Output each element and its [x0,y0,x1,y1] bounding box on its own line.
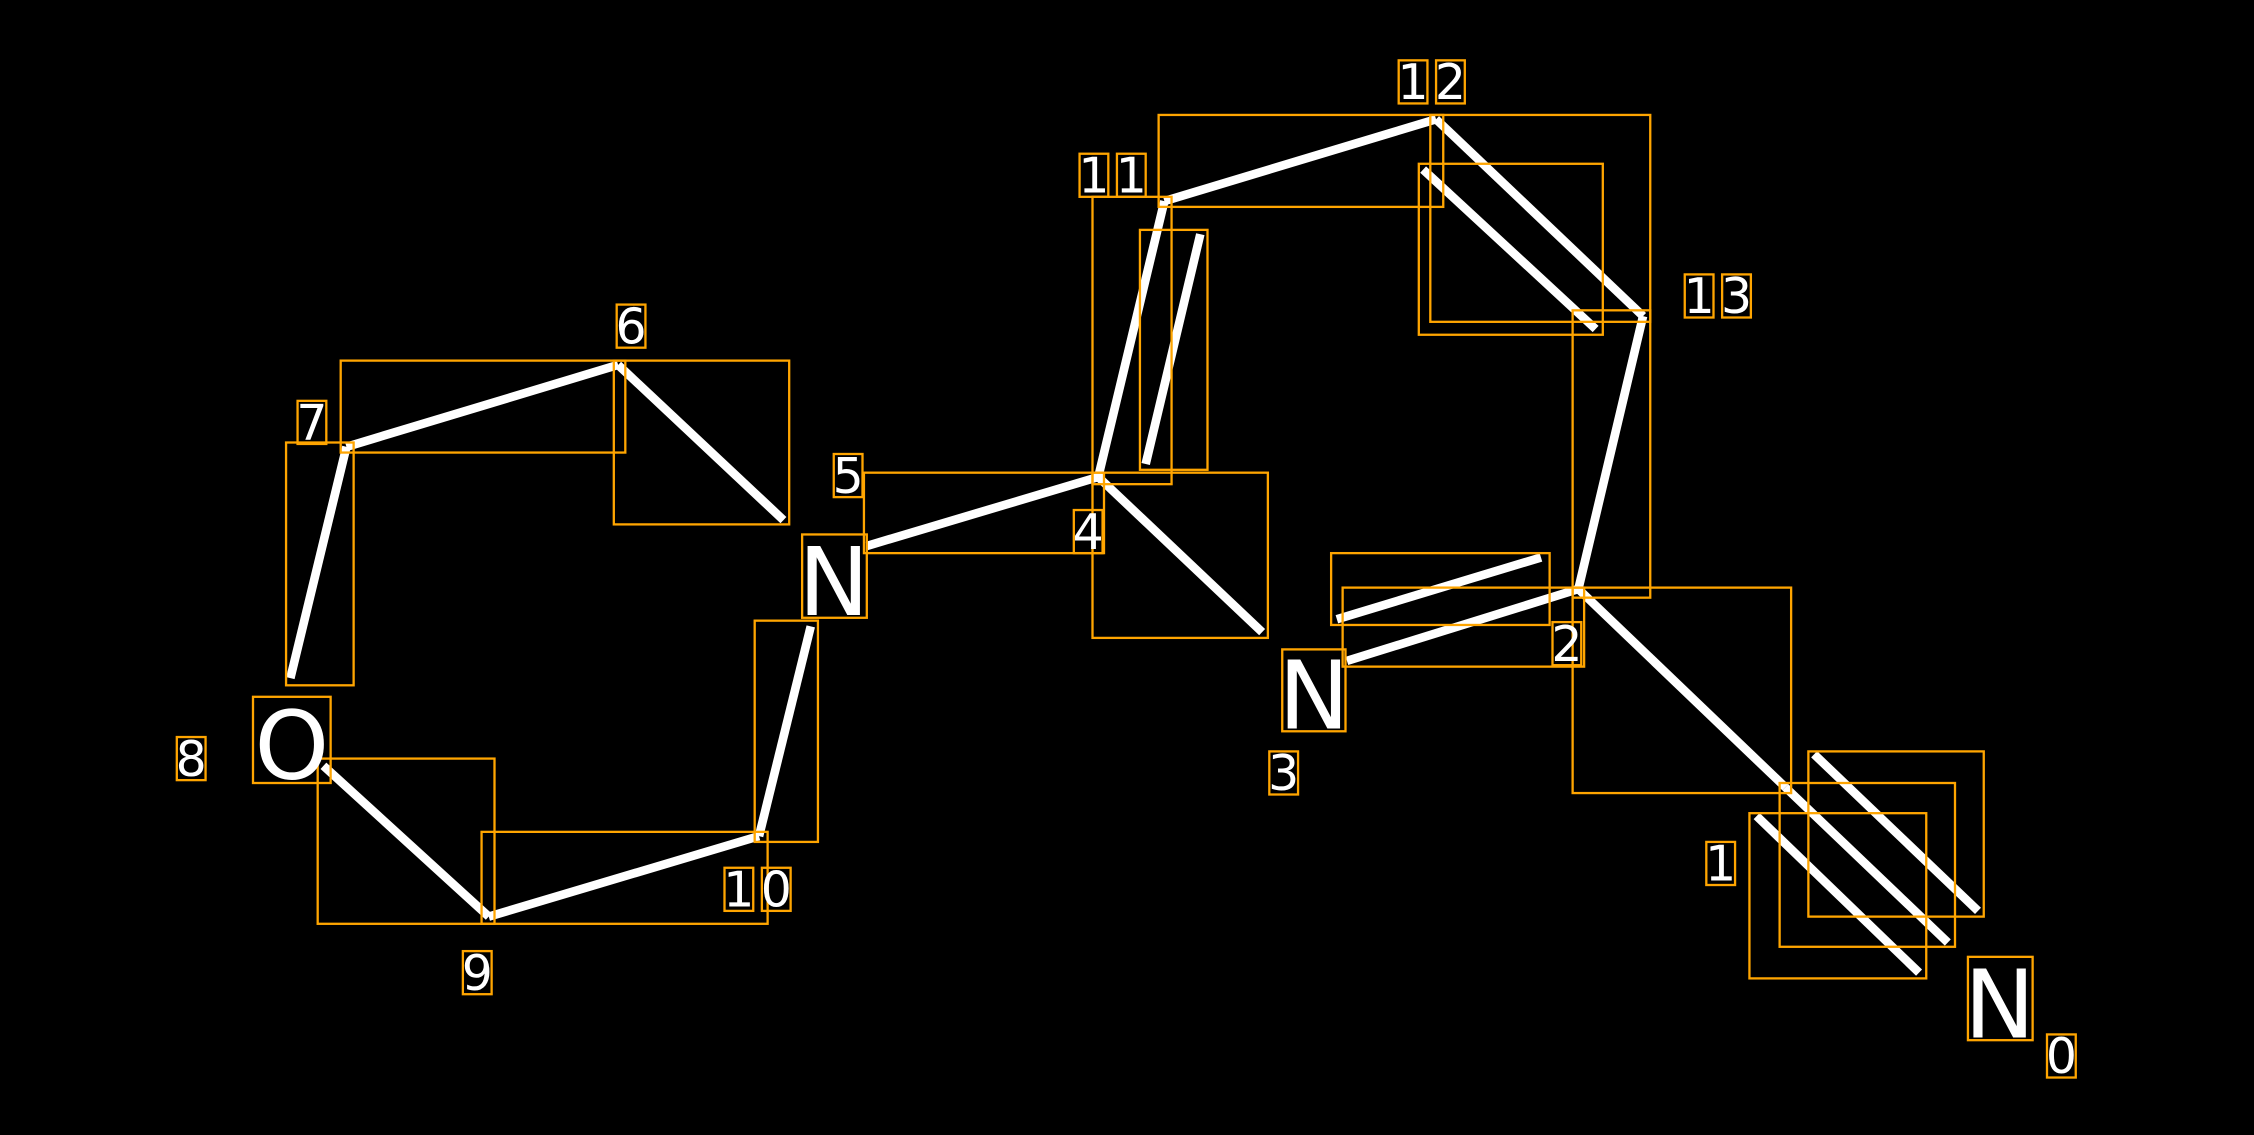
atom-label-o8: O [254,692,329,802]
bond-2-1 [1575,585,1789,791]
atom-index-label: 1 [1116,148,1147,205]
atom-index-label: 1 [1684,268,1715,325]
index-digit-box [1683,273,1715,319]
bond-box [1341,586,1586,668]
atom-index-label: 5 [833,448,864,505]
bond-6-5 [615,361,787,524]
atom-index-label: 1 [1398,54,1429,111]
index-digit-box [175,735,207,782]
atom-box [251,695,332,785]
bond-7-8 [286,445,351,680]
bond-13-2 [1574,315,1648,591]
atom-label-n0: N [1964,950,2035,1060]
bond-box [284,441,355,687]
index-digit-box [1551,620,1583,667]
bond-8-9 [320,762,492,920]
index-digit-box [1072,508,1104,555]
bond-12-13 [1433,116,1647,320]
bond-4-11-inner [1141,233,1205,466]
bond-9-10 [487,832,761,921]
bounding-boxes [251,113,2034,1042]
index-digit-box [1268,750,1300,796]
bond-box [1157,113,1445,209]
atom-index-label: 3 [1721,268,1752,325]
index-digit-box [461,949,493,996]
bond-box [1571,586,1793,795]
atom-index-label: 7 [296,395,327,452]
bond-box [1778,781,1957,948]
bond-box [1571,309,1652,599]
atom-index-label: 4 [1073,504,1104,561]
index-digit-box [832,452,864,499]
atom-index-label: 0 [2046,1028,2077,1085]
bond-box [1329,551,1551,627]
bond-12-13-inner [1420,166,1599,333]
index-digit-box [2045,1033,2077,1079]
atom-index-label: 1 [1078,148,1109,205]
atom-labels: N O N N [254,528,2035,1060]
atom-index-label: 2 [1551,616,1582,673]
atom-label-n5: N [798,528,869,638]
atom-index-label: 1 [1705,836,1736,893]
bond-7-6 [345,360,620,451]
bond-10-5 [754,625,815,838]
atom-index-label: 0 [761,862,792,919]
bond-box [316,757,496,925]
index-digit-box [1078,152,1110,198]
atom-label-n3: N [1278,641,1349,751]
bond-11-12 [1163,115,1438,206]
atom-index-label: 2 [1435,54,1466,111]
index-digit-box [1720,273,1753,319]
bond-box [753,619,820,844]
index-digit-box [296,399,328,446]
atom-index-label: 6 [616,298,647,355]
atom-index-label: 1 [723,862,754,919]
index-digit-box [1434,59,1466,105]
atom-index-label: 3 [1268,745,1299,802]
bond-box [339,359,627,454]
index-digit-box [1705,840,1737,887]
index-digit-box [1397,59,1429,105]
index-digit-box [760,866,792,913]
bond-box [1417,162,1604,336]
bond-box [1748,812,1928,980]
bond-box [1429,113,1652,323]
bond-4-3 [1095,473,1266,636]
atom-box [1966,955,2034,1042]
bond-box [612,359,791,526]
index-digit-box [1115,152,1147,198]
index-digit-box [615,303,647,349]
bond-5-4 [865,472,1100,551]
atom-box [1281,648,1347,733]
atom-index-label: 8 [176,731,207,788]
index-digit-box [723,866,755,913]
bond-box [1138,228,1209,471]
bond-box [862,471,1106,555]
bond-4-11 [1094,200,1169,478]
bond-box [480,830,769,925]
bond-box [1091,471,1270,640]
atom-box [800,533,868,619]
bond-box [1807,750,1985,918]
bond-1-0-c [1811,751,1981,914]
atom-index-label: 9 [462,945,493,1002]
